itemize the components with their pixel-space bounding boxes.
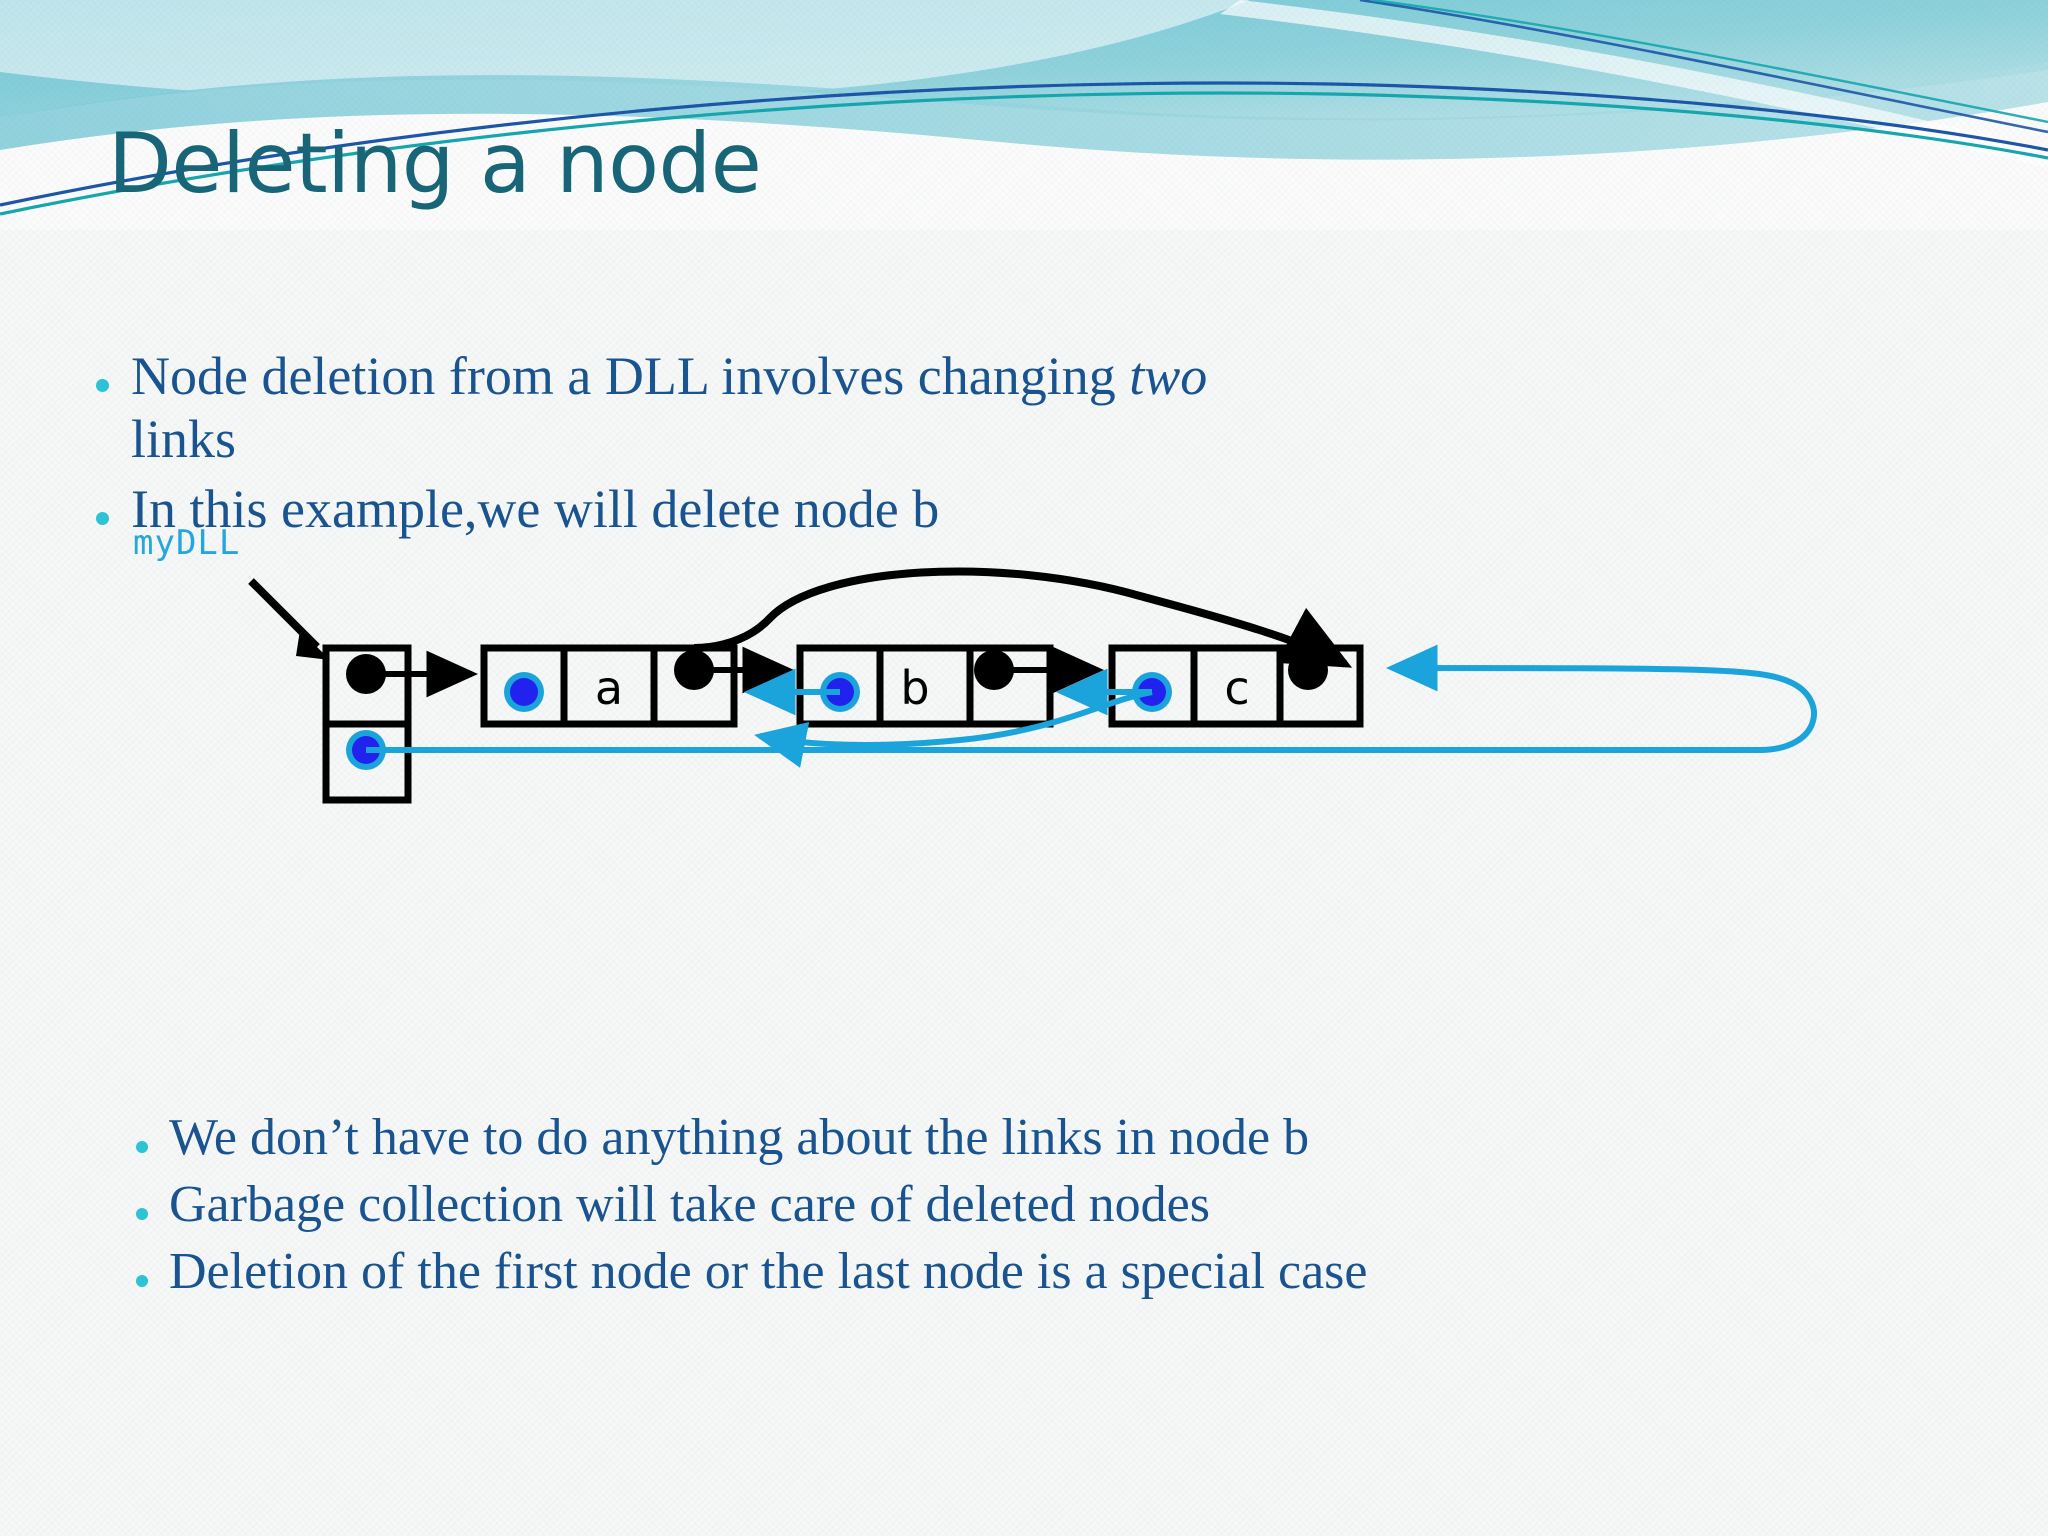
bullet-text: Deletion of the first node or the last n… xyxy=(169,1242,1368,1300)
node-c: c xyxy=(1108,644,1364,728)
node-a: a xyxy=(480,644,738,728)
bullet-text-emphasis: two xyxy=(1129,346,1208,406)
bullet-text-main: Node deletion from a DLL involves changi… xyxy=(131,346,1130,406)
top-bullet-list: Node deletion from a DLL involves changi… xyxy=(96,345,1546,541)
bullet-marker-icon xyxy=(136,1274,148,1287)
link-c-prev-to-a-new xyxy=(754,689,1153,768)
bullet-marker-icon xyxy=(136,1207,148,1220)
doubly-linked-list-diagram: a b c xyxy=(248,567,1817,804)
node-a-value: a xyxy=(595,661,623,715)
link-head-prev-to-tail xyxy=(366,644,1817,753)
bottom-bullet-list: We don’t have to do anything about the l… xyxy=(136,1108,1556,1302)
bullet-text: Node deletion from a DLL involves changi… xyxy=(131,345,1207,470)
bullet-text: We don’t have to do anything about the l… xyxy=(169,1109,1310,1166)
bullet-item: Node deletion from a DLL involves changi… xyxy=(96,345,1546,470)
node-c-value: c xyxy=(1224,661,1249,715)
node-a-prev-dot-icon xyxy=(510,678,538,706)
bullet-item: Deletion of the first node or the last n… xyxy=(136,1242,1556,1303)
bullet-marker-icon xyxy=(96,512,109,526)
bullet-item: In this example,we will delete node b xyxy=(96,478,1546,541)
mydll-label: myDLL xyxy=(133,523,241,563)
bullet-text-line2: links xyxy=(131,408,237,469)
bullet-item: Garbage collection will take care of del… xyxy=(136,1175,1556,1236)
bullet-text: Garbage collection will take care of del… xyxy=(169,1175,1210,1233)
bullet-marker-icon xyxy=(136,1141,148,1153)
node-b: b xyxy=(796,644,1054,728)
head-node xyxy=(322,644,412,804)
node-b-value: b xyxy=(900,661,929,715)
link-a-next-to-c-new xyxy=(693,567,1353,668)
bullet-text: In this example,we will delete node b xyxy=(131,479,940,540)
bullet-marker-icon xyxy=(96,379,109,392)
bullet-item: We don’t have to do anything about the l… xyxy=(136,1108,1556,1169)
page-title: Deleting a node xyxy=(108,115,762,212)
mydll-arrow-icon xyxy=(248,578,330,660)
